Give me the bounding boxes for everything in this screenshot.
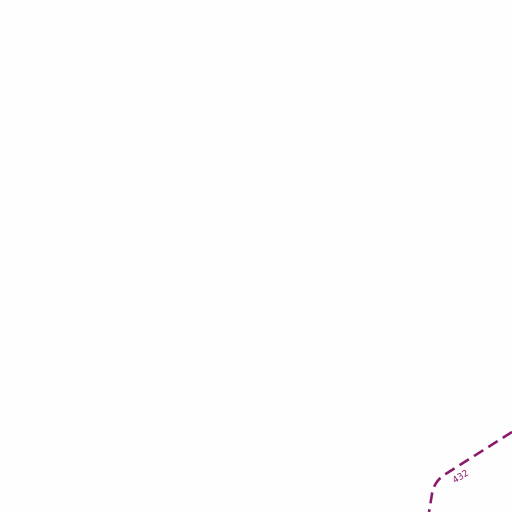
route-number-label: 432 (451, 469, 471, 487)
route-line (427, 430, 512, 512)
